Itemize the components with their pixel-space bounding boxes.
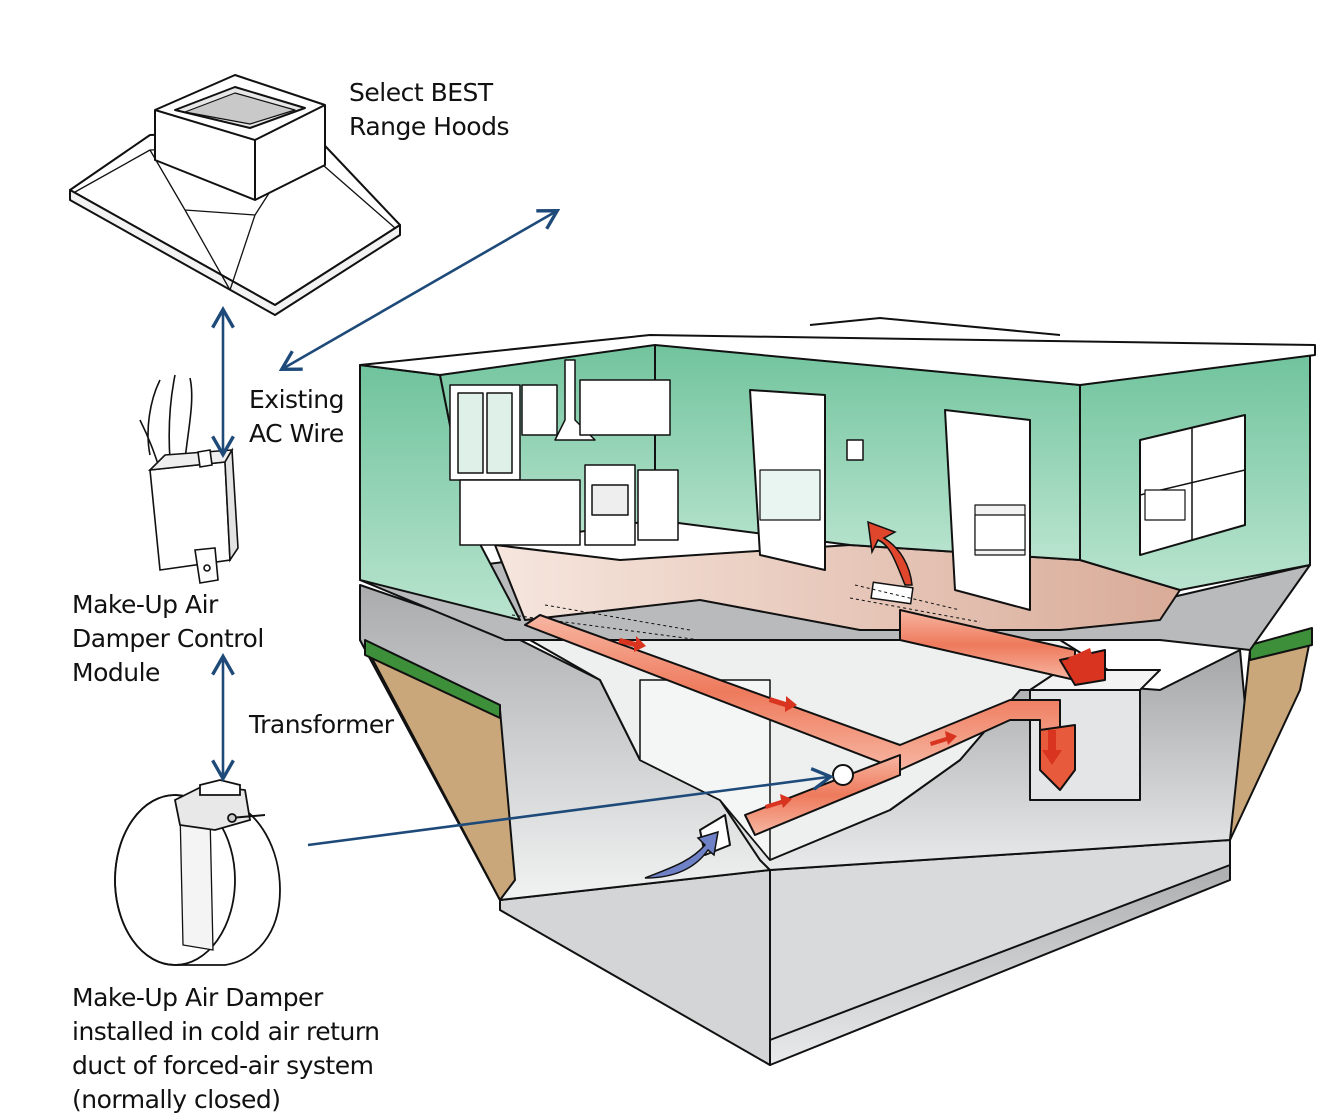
airflow-arrows: [618, 636, 1096, 809]
control-module-label-line: Module: [72, 658, 160, 687]
ac-wire-label: Existing AC Wire: [249, 383, 345, 451]
ac-wire-label-line: AC Wire: [249, 419, 344, 448]
house-cutaway: [359, 317, 1316, 1066]
range-hoods-label-line: Range Hoods: [349, 112, 509, 141]
damper-label-line: installed in cold air return: [72, 1017, 380, 1046]
cold-air-arrow: [644, 830, 719, 879]
control-module-illustration: [139, 374, 239, 584]
thermostat: [846, 439, 864, 461]
control-module-label: Make-Up Air Damper Control Module: [72, 588, 264, 690]
damper-label-line: Make-Up Air Damper: [72, 983, 323, 1012]
control-module-label-line: Make-Up Air: [72, 590, 218, 619]
damper-illustration: [114, 779, 281, 966]
damper-in-duct: [832, 764, 854, 786]
range-hoods-label-line: Select BEST: [349, 78, 493, 107]
control-module-label-line: Damper Control: [72, 624, 264, 653]
transformer-label-line: Transformer: [249, 710, 394, 739]
floor-register: [870, 581, 914, 605]
transformer-label: Transformer: [249, 708, 394, 742]
connection-arrows: [211, 209, 834, 847]
line-damper-duct: [307, 767, 834, 847]
grass-right: [1249, 627, 1313, 661]
damper-label: Make-Up Air Damper installed in cold air…: [72, 981, 380, 1117]
kitchen: [449, 359, 679, 546]
arrow-ac-wire: [278, 209, 561, 371]
grass-left: [364, 639, 501, 719]
damper-label-line: duct of forced-air system: [72, 1051, 374, 1080]
ac-wire-label-line: Existing: [249, 385, 345, 414]
warm-air-arrow: [867, 520, 913, 586]
range-hoods-label: Select BEST Range Hoods: [349, 76, 509, 144]
damper-label-line: (normally closed): [72, 1085, 281, 1114]
